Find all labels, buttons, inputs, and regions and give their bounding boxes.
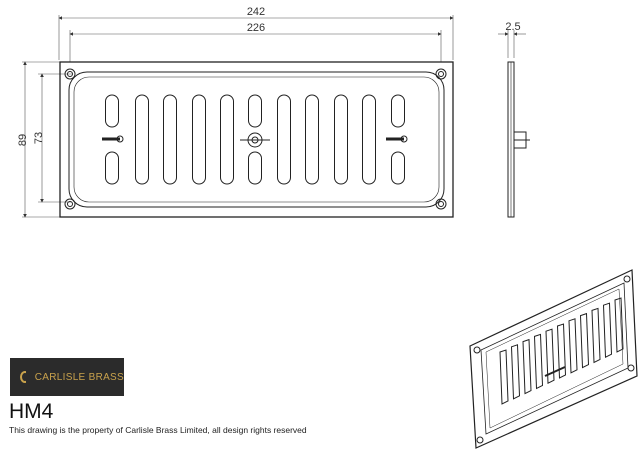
vent-slots	[105, 94, 405, 185]
isometric-vent-slot	[568, 318, 578, 374]
isometric-vent-slot	[614, 297, 624, 353]
vent-slot	[135, 94, 149, 185]
dimension-inner-height: 73	[33, 73, 72, 203]
vent-slot	[105, 94, 119, 128]
brand-logo: CARLISLE BRASS	[10, 358, 124, 396]
overall-width-label: 242	[247, 6, 265, 18]
slider-pin	[102, 135, 124, 143]
isometric-vent-slot	[533, 333, 544, 390]
slider-pin	[386, 135, 408, 143]
vent-slot	[305, 94, 319, 185]
brand-logo-icon	[20, 371, 30, 383]
side-view: 2.5	[498, 21, 530, 218]
isometric-vent-slot	[602, 302, 613, 358]
screw-hole	[64, 68, 76, 80]
isometric-vent-slots	[499, 297, 624, 405]
isometric-vent-slot	[510, 344, 521, 400]
isometric-vent-slot	[579, 312, 590, 369]
inner-height-label: 73	[33, 132, 45, 144]
vent-slot	[277, 94, 291, 185]
vent-slot	[391, 94, 405, 128]
brand-name: CARLISLE BRASS	[34, 371, 124, 383]
vent-slot	[105, 151, 119, 185]
isometric-vent-slot	[591, 307, 601, 364]
vent-slot	[391, 151, 405, 185]
front-view	[59, 61, 454, 218]
screw-hole	[435, 198, 447, 210]
vent-slot	[248, 94, 262, 128]
copyright-notice: This drawing is the property of Carlisle…	[9, 425, 307, 435]
screw-hole	[64, 198, 76, 210]
screw-hole	[435, 68, 447, 80]
vent-slot	[248, 151, 262, 185]
vent-slot	[220, 94, 234, 185]
isometric-vent-slot	[499, 349, 509, 405]
thickness-label: 2.5	[505, 21, 520, 33]
isometric-vent-slot	[556, 323, 567, 379]
vent-slot	[362, 94, 376, 185]
product-code: HM4	[9, 400, 54, 423]
vent-slot	[192, 94, 206, 185]
isometric-view	[469, 269, 638, 449]
overall-height-label: 89	[17, 134, 29, 146]
dimension-inner-width: 226	[69, 22, 442, 62]
vent-slot	[163, 94, 177, 185]
dimension-overall-width: 242	[58, 6, 454, 60]
vent-slot	[334, 94, 348, 185]
dimension-overall-height: 89	[17, 61, 64, 218]
isometric-vent-slot	[522, 338, 532, 395]
slider-knob	[240, 132, 270, 148]
inner-width-label: 226	[247, 22, 265, 34]
isometric-vent-slot	[545, 328, 555, 384]
